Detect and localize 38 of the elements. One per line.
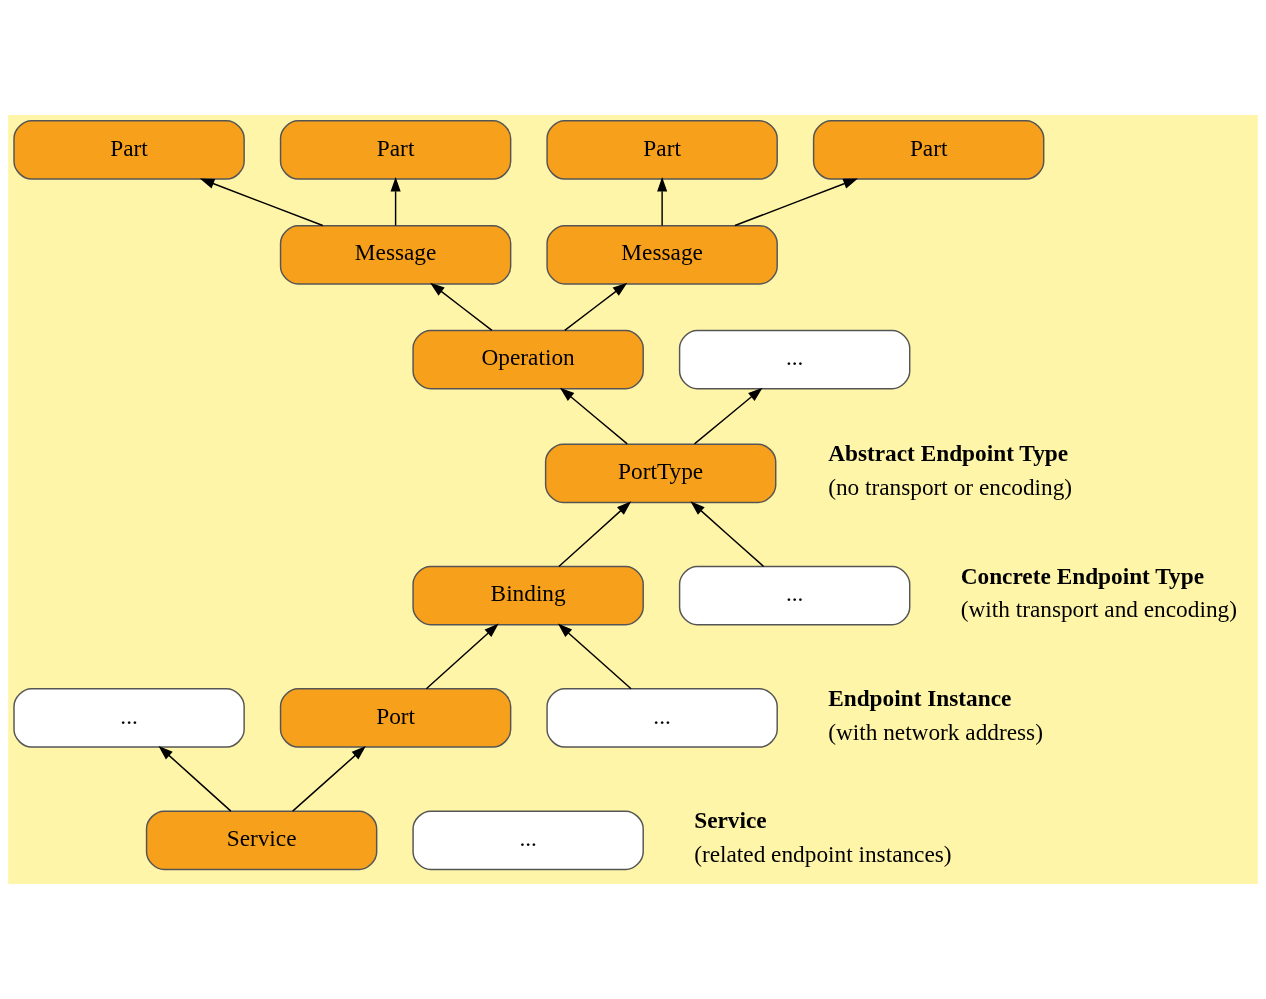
node-box: Part: [279, 120, 512, 180]
arrow: [390, 177, 401, 227]
node-box: Message: [546, 224, 778, 285]
arrow: [564, 282, 628, 332]
arrow: [559, 387, 628, 445]
node-box: ...: [678, 329, 911, 390]
node-box: Part: [13, 120, 245, 180]
label: Endpoint Instance: [828, 685, 1012, 712]
node-box: Part: [546, 120, 778, 180]
arrow: [425, 623, 499, 690]
arrow: [690, 501, 765, 568]
arrow: [734, 178, 858, 227]
node-box: Binding: [412, 565, 644, 626]
node-box: Part: [812, 120, 1045, 180]
node-box: ...: [678, 565, 911, 626]
label: (related endpoint instances): [694, 840, 952, 867]
node-box: ...: [13, 688, 245, 748]
arrow: [291, 745, 366, 812]
arrow: [657, 177, 668, 227]
node-box: Port: [279, 688, 512, 748]
label: (no transport or encoding): [828, 473, 1073, 500]
node-box: Service: [145, 810, 378, 871]
label: Service: [694, 807, 767, 834]
node-box: ...: [412, 810, 644, 871]
arrow: [430, 282, 493, 332]
node-box: PortType: [544, 443, 777, 504]
node-box: Message: [279, 224, 512, 285]
arrow: [158, 745, 232, 812]
arrow: [558, 501, 632, 568]
node-box: Operation: [412, 329, 644, 390]
label: (with transport and encoding): [960, 596, 1237, 623]
label: (with network address): [828, 718, 1043, 745]
arrow: [557, 623, 632, 690]
label: Concrete Endpoint Type: [960, 562, 1205, 589]
label: Abstract Endpoint Type: [828, 440, 1069, 467]
node-box: ...: [546, 688, 778, 748]
arrow: [199, 178, 324, 227]
arrow: [693, 387, 763, 445]
